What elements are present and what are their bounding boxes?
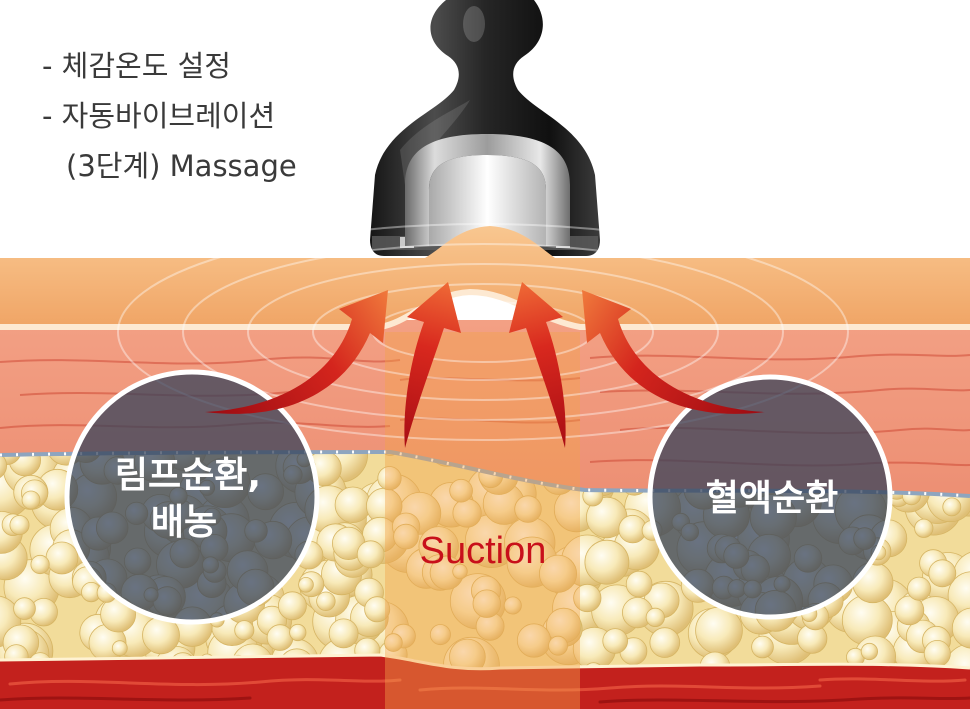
fat-cell bbox=[0, 452, 8, 481]
fat-cell bbox=[573, 583, 602, 613]
fat-cell bbox=[928, 559, 957, 588]
fat-cell bbox=[602, 628, 628, 654]
fat-cell bbox=[584, 539, 630, 585]
fat-cell bbox=[393, 523, 419, 550]
fat-cell bbox=[289, 623, 307, 642]
fat-cell bbox=[951, 607, 970, 649]
fat-cell bbox=[914, 518, 934, 538]
fat-cell bbox=[472, 589, 502, 618]
fat-cell bbox=[30, 554, 50, 575]
fat-cell bbox=[947, 571, 970, 620]
device-cup-cavity bbox=[429, 155, 546, 246]
epidermis-layer bbox=[0, 226, 970, 326]
muscle-streaks bbox=[0, 677, 970, 704]
fat-cell bbox=[377, 466, 402, 491]
fat-cell bbox=[356, 540, 385, 569]
fat-cell bbox=[452, 563, 468, 580]
fat-cell bbox=[860, 642, 879, 661]
fat-cell bbox=[449, 478, 473, 503]
fat-cell bbox=[111, 640, 128, 657]
fat-cell bbox=[942, 643, 970, 669]
note-temperature: - 체감온도 설정 bbox=[42, 49, 231, 83]
lymph-label-line2: 배농 bbox=[151, 502, 217, 543]
fat-cell bbox=[449, 638, 486, 669]
device-knob-highlight bbox=[463, 6, 485, 42]
note-vibration: - 자동바이브레이션 bbox=[42, 99, 275, 133]
arrow-right-inner bbox=[509, 282, 566, 448]
fat-cell bbox=[645, 607, 665, 628]
fat-cell bbox=[334, 486, 372, 523]
suction-device bbox=[370, 0, 600, 256]
fat-cell bbox=[266, 624, 294, 651]
fat-cell bbox=[514, 495, 542, 523]
fat-cell bbox=[539, 554, 578, 593]
fat-cell bbox=[384, 633, 403, 652]
arrow-left-inner bbox=[404, 282, 461, 448]
muscle-top-line bbox=[0, 653, 970, 671]
fat-cell bbox=[503, 596, 522, 615]
fat-cell bbox=[277, 591, 307, 621]
fat-cell bbox=[429, 624, 451, 646]
blood-circulation-label: 혈액순환 bbox=[706, 478, 838, 519]
muscle-layer bbox=[0, 655, 970, 709]
fat-cell bbox=[316, 591, 336, 612]
arrow-right-outer bbox=[582, 290, 765, 414]
note-massage-levels: (3단계) Massage bbox=[66, 149, 297, 183]
fat-cell bbox=[923, 640, 951, 668]
fat-cell bbox=[907, 576, 932, 601]
flow-arrows bbox=[205, 282, 765, 448]
lymph-label-line1: 림프순환, bbox=[115, 455, 261, 496]
fat-cell bbox=[625, 570, 653, 598]
fat-cell bbox=[328, 618, 359, 649]
device-silver-cup bbox=[405, 134, 570, 246]
fat-cell bbox=[894, 595, 925, 626]
blood-circle bbox=[647, 374, 893, 620]
fat-cell bbox=[380, 452, 400, 456]
fat-cell bbox=[751, 635, 774, 659]
fat-cell bbox=[649, 627, 681, 658]
arrow-left-outer bbox=[205, 290, 388, 414]
fat-cell bbox=[234, 620, 255, 641]
lymph-circle bbox=[64, 369, 320, 625]
fat-cell bbox=[21, 490, 41, 510]
fat-cell bbox=[13, 597, 36, 620]
fat-cell bbox=[298, 576, 314, 593]
suction-label: Suction bbox=[420, 530, 547, 572]
fat-cell bbox=[364, 596, 391, 623]
fat-cell bbox=[9, 515, 30, 536]
fat-cell bbox=[548, 635, 568, 656]
fat-cell bbox=[942, 497, 962, 517]
fat-cell bbox=[45, 541, 79, 575]
